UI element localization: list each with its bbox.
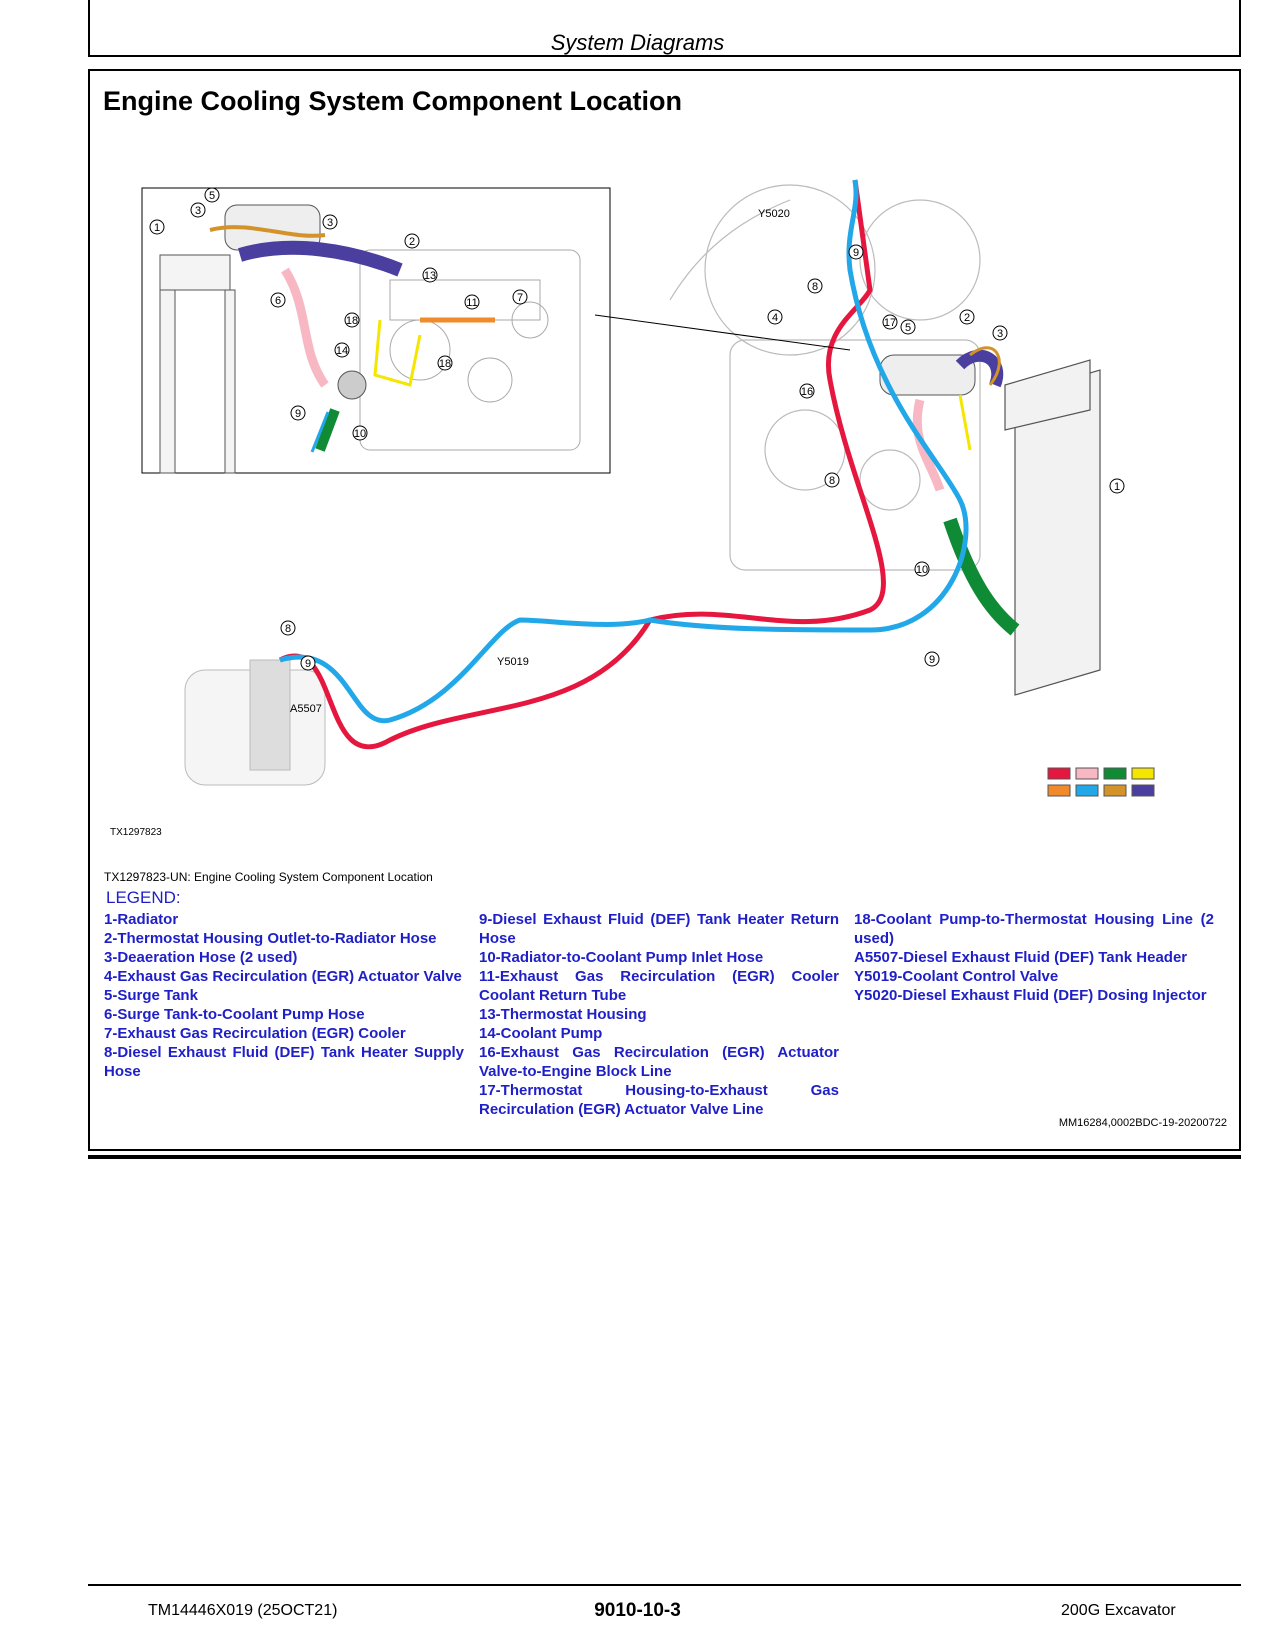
svg-text:16: 16: [801, 386, 813, 398]
swatch-green: [1104, 768, 1126, 779]
swatch-tan: [1104, 785, 1126, 796]
legend-item: 16-Exhaust Gas Recirculation (EGR) Actua…: [479, 1043, 839, 1081]
legend-item: 14-Coolant Pump: [479, 1024, 839, 1043]
cooling-system-diagram: 1 5 3 3 2 13 11 7 6 18 18 14 9 10 9 8 4 …: [90, 160, 1190, 820]
document-reference: MM16284,0002BDC-19-20200722: [1059, 1117, 1227, 1129]
svg-text:17: 17: [884, 317, 896, 329]
svg-text:1: 1: [154, 222, 160, 234]
svg-text:5: 5: [905, 322, 911, 334]
svg-text:18: 18: [439, 358, 451, 370]
svg-text:3: 3: [997, 328, 1003, 340]
legend-item: 9-Diesel Exhaust Fluid (DEF) Tank Heater…: [479, 910, 839, 948]
def-tank: [185, 660, 325, 785]
legend-title: LEGEND:: [106, 888, 181, 908]
legend-item: Y5020-Diesel Exhaust Fluid (DEF) Dosing …: [854, 986, 1214, 1005]
swatch-red: [1048, 768, 1070, 779]
legend-item: 6-Surge Tank-to-Coolant Pump Hose: [104, 1005, 464, 1024]
footer-model: 200G Excavator: [1061, 1602, 1176, 1620]
legend-item: Y5019-Coolant Control Valve: [854, 967, 1214, 986]
footer-rule: [88, 1584, 1241, 1586]
legend-column-3: 18-Coolant Pump-to-Thermostat Housing Li…: [854, 910, 1214, 1005]
inset-leader-line: [595, 315, 850, 350]
svg-text:3: 3: [195, 205, 201, 217]
svg-text:18: 18: [346, 315, 358, 327]
legend-item: 7-Exhaust Gas Recirculation (EGR) Cooler: [104, 1024, 464, 1043]
svg-text:14: 14: [336, 345, 348, 357]
legend-item: 1-Radiator: [104, 910, 464, 929]
legend-item: 10-Radiator-to-Coolant Pump Inlet Hose: [479, 948, 839, 967]
legend-item: 17-Thermostat Housing-to-Exhaust Gas Rec…: [479, 1081, 839, 1119]
svg-text:7: 7: [517, 292, 523, 304]
legend-item: 13-Thermostat Housing: [479, 1005, 839, 1024]
main-radiator: [1005, 360, 1100, 695]
page-heading: Engine Cooling System Component Location: [103, 86, 682, 117]
svg-text:1: 1: [1114, 481, 1120, 493]
svg-text:6: 6: [275, 295, 281, 307]
legend-item: 11-Exhaust Gas Recirculation (EGR) Coole…: [479, 967, 839, 1005]
main-hose-10: [950, 520, 1015, 630]
svg-text:2: 2: [964, 312, 970, 324]
legend-item: 8-Diesel Exhaust Fluid (DEF) Tank Heater…: [104, 1043, 464, 1081]
swatch-pink: [1076, 768, 1098, 779]
tag-y5020: Y5020: [758, 208, 790, 220]
section-title: System Diagrams: [0, 30, 1275, 56]
swatch-blue: [1076, 785, 1098, 796]
svg-text:9: 9: [295, 408, 301, 420]
color-swatches: [1048, 768, 1154, 796]
svg-text:3: 3: [327, 217, 333, 229]
legend-item: 2-Thermostat Housing Outlet-to-Radiator …: [104, 929, 464, 948]
swatch-yellow: [1132, 768, 1154, 779]
svg-text:9: 9: [853, 247, 859, 259]
figure-id: TX1297823: [110, 827, 162, 838]
figure-caption: TX1297823-UN: Engine Cooling System Comp…: [104, 870, 433, 884]
swatch-purple: [1132, 785, 1154, 796]
legend-column-2: 9-Diesel Exhaust Fluid (DEF) Tank Heater…: [479, 910, 839, 1119]
svg-text:10: 10: [916, 564, 928, 576]
legend-item: 5-Surge Tank: [104, 986, 464, 1005]
svg-text:8: 8: [285, 623, 291, 635]
legend-item: 18-Coolant Pump-to-Thermostat Housing Li…: [854, 910, 1214, 948]
svg-text:5: 5: [209, 190, 215, 202]
legend-item: 4-Exhaust Gas Recirculation (EGR) Actuat…: [104, 967, 464, 986]
main-hose-6: [917, 400, 940, 490]
svg-text:2: 2: [409, 236, 415, 248]
svg-text:13: 13: [424, 270, 436, 282]
svg-text:4: 4: [772, 312, 778, 324]
svg-text:10: 10: [354, 428, 366, 440]
svg-text:9: 9: [305, 658, 311, 670]
swatch-orange: [1048, 785, 1070, 796]
legend-item: 3-Deaeration Hose (2 used): [104, 948, 464, 967]
svg-text:8: 8: [829, 475, 835, 487]
legend-item: A5507-Diesel Exhaust Fluid (DEF) Tank He…: [854, 948, 1214, 967]
inset-coolant-pump: [338, 371, 366, 399]
svg-text:8: 8: [812, 281, 818, 293]
frame-bottom-rule: [88, 1155, 1241, 1159]
legend-column-1: 1-Radiator 2-Thermostat Housing Outlet-t…: [104, 910, 464, 1081]
svg-text:9: 9: [929, 654, 935, 666]
tag-y5019: Y5019: [497, 656, 529, 668]
main-line-18: [960, 395, 970, 450]
svg-text:11: 11: [466, 297, 477, 309]
tag-a5507: A5507: [290, 703, 322, 715]
